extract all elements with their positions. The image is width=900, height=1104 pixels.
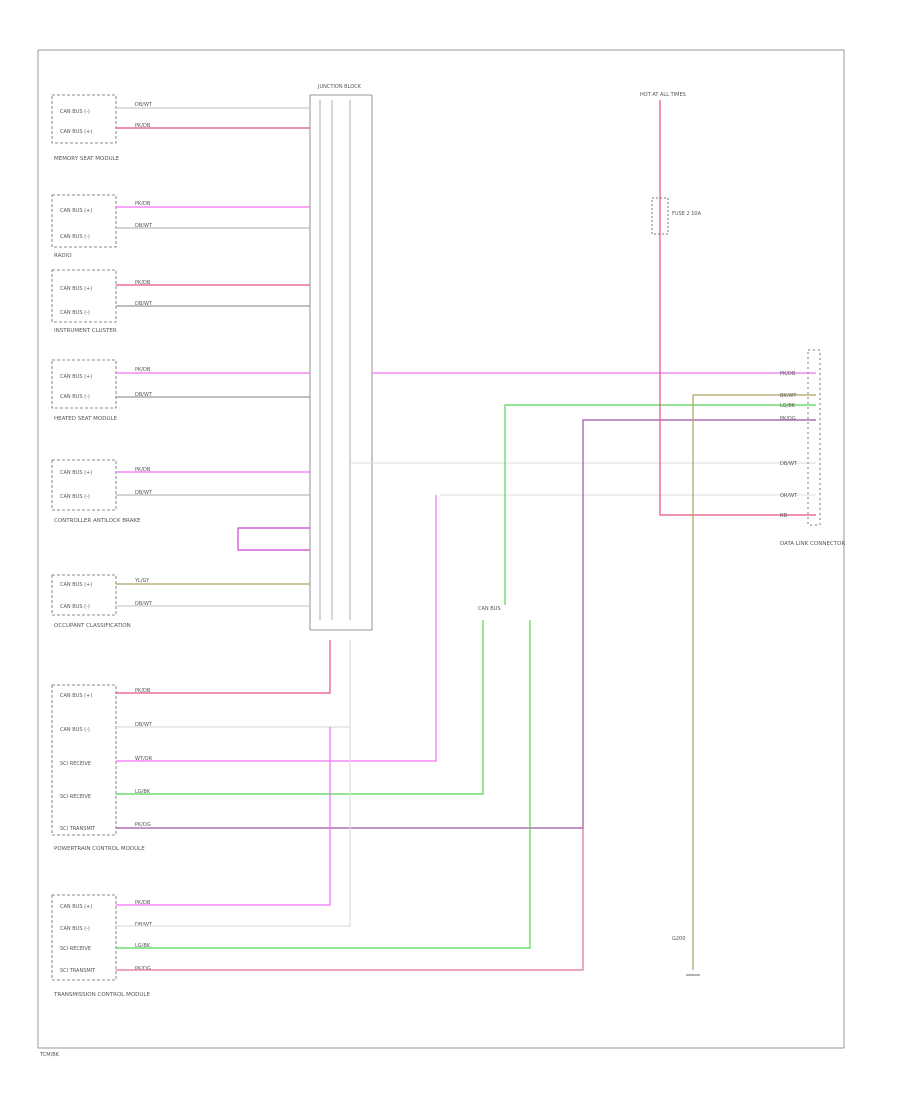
module-boxes (51, 94, 117, 981)
svg-text:RD: RD (780, 513, 787, 519)
module-name-abs: CONTROLLER ANTILOCK BRAKE (54, 518, 141, 524)
svg-text:DB/WT: DB/WT (135, 301, 153, 307)
tcm-wires (116, 620, 584, 971)
module-name-heated-seat: HEATED SEAT MODULE (54, 416, 118, 422)
svg-text:LG/BK: LG/BK (780, 403, 796, 409)
module-name-memory-seat: MEMORY SEAT MODULE (54, 156, 120, 162)
footer-code: TCM/BK (39, 1052, 60, 1058)
abs-loop (237, 527, 310, 551)
svg-text:SCI RECEIVE: SCI RECEIVE (60, 946, 91, 952)
svg-text:PK/DB: PK/DB (135, 123, 151, 129)
svg-text:PK/DG: PK/DG (135, 822, 151, 828)
bus-wires (116, 107, 310, 607)
svg-text:CAN BUS (+): CAN BUS (+) (60, 693, 92, 699)
svg-text:PK/DB: PK/DB (135, 900, 151, 906)
svg-text:SCI RECEIVE: SCI RECEIVE (60, 794, 91, 800)
svg-text:CAN BUS (+): CAN BUS (+) (60, 129, 92, 135)
module-name-cluster: INSTRUMENT CLUSTER (54, 328, 117, 334)
dlc-connector (807, 349, 821, 526)
svg-text:SCI TRANSMIT: SCI TRANSMIT (60, 826, 96, 832)
svg-text:OR/WT: OR/WT (780, 493, 798, 499)
svg-text:CAN BUS (+): CAN BUS (+) (60, 470, 92, 476)
top-right-label: HOT AT ALL TIMES (640, 92, 686, 98)
svg-text:PK/DB: PK/DB (135, 467, 151, 473)
dlc-name: DATA LINK CONNECTOR (780, 541, 845, 547)
diagram-frame (37, 49, 845, 1049)
svg-text:PK/DB: PK/DB (135, 367, 151, 373)
svg-text:DB/WT: DB/WT (780, 461, 798, 467)
pcm-wires (116, 419, 816, 829)
can-bus-label: CAN BUS (478, 606, 501, 612)
svg-text:LG/BK: LG/BK (135, 789, 151, 795)
svg-text:CAN BUS (-): CAN BUS (-) (60, 926, 90, 932)
svg-text:DB/WT: DB/WT (135, 392, 153, 398)
svg-text:DB/WT: DB/WT (135, 601, 153, 607)
pin-labels: CAN BUS (-) CAN BUS (+) CAN BUS (+) CAN … (60, 109, 96, 974)
svg-text:DB/WT: DB/WT (135, 102, 153, 108)
svg-text:CAN BUS (+): CAN BUS (+) (60, 374, 92, 380)
svg-text:SCI TRANSMIT: SCI TRANSMIT (60, 968, 96, 974)
svg-text:CAN BUS (-): CAN BUS (-) (60, 727, 90, 733)
fuse (651, 197, 669, 235)
svg-text:WT/OR: WT/OR (135, 756, 153, 762)
svg-text:CAN BUS (+): CAN BUS (+) (60, 286, 92, 292)
module-name-tcm: TRANSMISSION CONTROL MODULE (53, 992, 150, 998)
svg-text:CAN BUS (+): CAN BUS (+) (60, 582, 92, 588)
svg-text:YL/GY: YL/GY (134, 578, 150, 584)
svg-text:CAN BUS (-): CAN BUS (-) (60, 604, 90, 610)
svg-text:CAN BUS (-): CAN BUS (-) (60, 394, 90, 400)
svg-text:CAN BUS (-): CAN BUS (-) (60, 234, 90, 240)
module-name-pcm: POWERTRAIN CONTROL MODULE (54, 846, 145, 852)
svg-text:PK/DB: PK/DB (780, 371, 796, 377)
svg-text:PK/DG: PK/DG (135, 966, 151, 972)
svg-text:CAN BUS (-): CAN BUS (-) (60, 310, 90, 316)
svg-text:DB/WT: DB/WT (135, 490, 153, 496)
svg-text:DB/WT: DB/WT (135, 722, 153, 728)
svg-text:PK/DB: PK/DB (135, 201, 151, 207)
svg-text:CAN BUS (+): CAN BUS (+) (60, 208, 92, 214)
module-name-occupant: OCCUPANT CLASSIFICATION (54, 623, 131, 629)
svg-text:CAN BUS (-): CAN BUS (-) (60, 109, 90, 115)
svg-text:PK/DG: PK/DG (780, 416, 796, 422)
ground-label: G200 (672, 936, 685, 942)
svg-text:PK/DB: PK/DB (135, 688, 151, 694)
jb-label: JUNCTION BLOCK (317, 84, 362, 90)
module-name-radio: RADIO (54, 253, 72, 259)
junction-block (309, 94, 373, 631)
green-bus (504, 404, 816, 605)
wire-codes: DB/WT PK/DB PK/DB DB/WT PK/DB DB/WT PK/D… (134, 102, 153, 972)
svg-text:DB/WT: DB/WT (135, 223, 153, 229)
svg-text:PK/DB: PK/DB (135, 280, 151, 286)
svg-text:BK/WT: BK/WT (780, 393, 797, 399)
svg-text:DB/WT: DB/WT (135, 922, 153, 928)
svg-text:CAN BUS (+): CAN BUS (+) (60, 904, 92, 910)
svg-text:LG/BK: LG/BK (135, 943, 151, 949)
dlc-pin-labels: PK/DB BK/WT LG/BK PK/DG DB/WT OR/WT RD (780, 371, 798, 519)
ground-wire (692, 394, 816, 970)
power-wire (659, 100, 816, 516)
fuse-label: FUSE 2 10A (672, 211, 702, 217)
svg-text:CAN BUS (-): CAN BUS (-) (60, 494, 90, 500)
svg-text:SCI RECEIVE: SCI RECEIVE (60, 761, 91, 767)
